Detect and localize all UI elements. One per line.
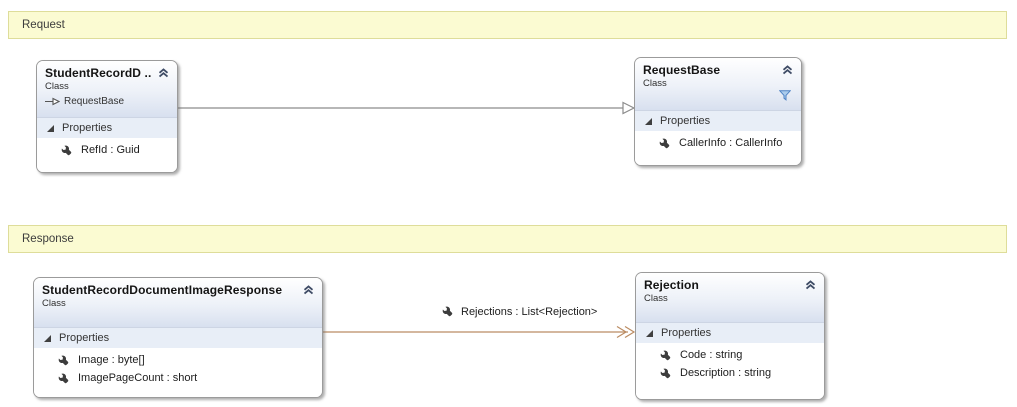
property-label: RefId : Guid — [81, 144, 140, 156]
properties-section-header[interactable]: Properties — [37, 118, 177, 138]
properties-section-label: Properties — [62, 122, 113, 134]
wrench-icon — [660, 368, 671, 378]
class-shape-rejection[interactable]: Rejection Class Properties C — [635, 272, 825, 400]
property-row[interactable]: RefId : Guid — [37, 141, 177, 159]
request-group-banner[interactable]: Request — [8, 11, 1007, 39]
inheritance-connector[interactable] — [178, 98, 635, 118]
inherits-row: RequestBase — [45, 96, 171, 107]
property-row[interactable]: Code : string — [636, 346, 824, 364]
class-kind-label: Class — [45, 81, 69, 92]
class-shape-studentrecorddocumentimagerequest[interactable]: StudentRecordD ... Class RequestBase — [36, 60, 178, 173]
class-header: StudentRecordDocumentImageResponse Class — [34, 278, 322, 328]
properties-section-label: Properties — [661, 327, 712, 339]
expander-triangle-icon — [44, 334, 51, 342]
expander-triangle-icon — [646, 329, 653, 337]
class-shape-studentrecorddocumentimageresponse[interactable]: StudentRecordDocumentImageResponse Class… — [33, 277, 323, 398]
class-header: StudentRecordD ... Class RequestBase — [37, 61, 177, 118]
property-label: Image : byte[] — [78, 354, 145, 366]
inherits-arrow-icon — [45, 97, 60, 106]
request-group-label: Request — [22, 19, 65, 31]
class-kind-label: Class — [42, 298, 66, 309]
collapse-chevron-icon[interactable] — [303, 285, 314, 295]
association-arrow-icon — [323, 325, 636, 339]
filter-funnel-icon[interactable] — [779, 90, 791, 101]
property-row[interactable]: Image : byte[] — [34, 351, 322, 369]
wrench-icon — [58, 373, 69, 383]
wrench-icon — [660, 350, 671, 360]
collapse-chevron-icon[interactable] — [158, 68, 169, 78]
wrench-icon — [58, 355, 69, 365]
class-header: Rejection Class — [636, 273, 824, 323]
response-group-banner[interactable]: Response — [8, 225, 1007, 253]
properties-section-header[interactable]: Properties — [635, 111, 801, 131]
wrench-icon — [61, 145, 72, 155]
collapse-chevron-icon[interactable] — [782, 65, 793, 75]
class-kind-label: Class — [644, 293, 668, 304]
properties-section-label: Properties — [59, 332, 110, 344]
association-label[interactable]: Rejections : List<Rejection> — [441, 305, 597, 318]
response-group-label: Response — [22, 233, 74, 245]
property-row[interactable]: CallerInfo : CallerInfo — [635, 134, 801, 152]
class-title: StudentRecordDocumentImageResponse — [42, 283, 283, 297]
inheritance-arrow-icon — [178, 101, 635, 115]
association-connector[interactable] — [323, 322, 636, 342]
property-label: CallerInfo : CallerInfo — [679, 137, 783, 149]
collapse-chevron-icon[interactable] — [805, 280, 816, 290]
class-shape-requestbase[interactable]: RequestBase Class — [634, 57, 802, 166]
property-row[interactable]: Description : string — [636, 364, 824, 382]
expander-triangle-icon — [645, 117, 652, 125]
properties-section-header[interactable]: Properties — [636, 323, 824, 343]
class-title: Rejection — [644, 278, 699, 292]
class-kind-label: Class — [643, 78, 667, 89]
properties-section-label: Properties — [660, 115, 711, 127]
class-title: StudentRecordD ... — [45, 66, 152, 80]
class-title: RequestBase — [643, 63, 721, 77]
association-label-text: Rejections : List<Rejection> — [461, 305, 598, 318]
wrench-icon — [442, 306, 453, 317]
property-row[interactable]: ImagePageCount : short — [34, 369, 322, 387]
property-label: Code : string — [680, 349, 743, 361]
properties-section-header[interactable]: Properties — [34, 328, 322, 348]
expander-triangle-icon — [47, 124, 54, 132]
property-label: Description : string — [680, 367, 772, 379]
property-label: ImagePageCount : short — [78, 372, 198, 384]
wrench-icon — [659, 138, 670, 148]
inherits-base-label: RequestBase — [64, 96, 125, 107]
class-header: RequestBase Class — [635, 58, 801, 111]
